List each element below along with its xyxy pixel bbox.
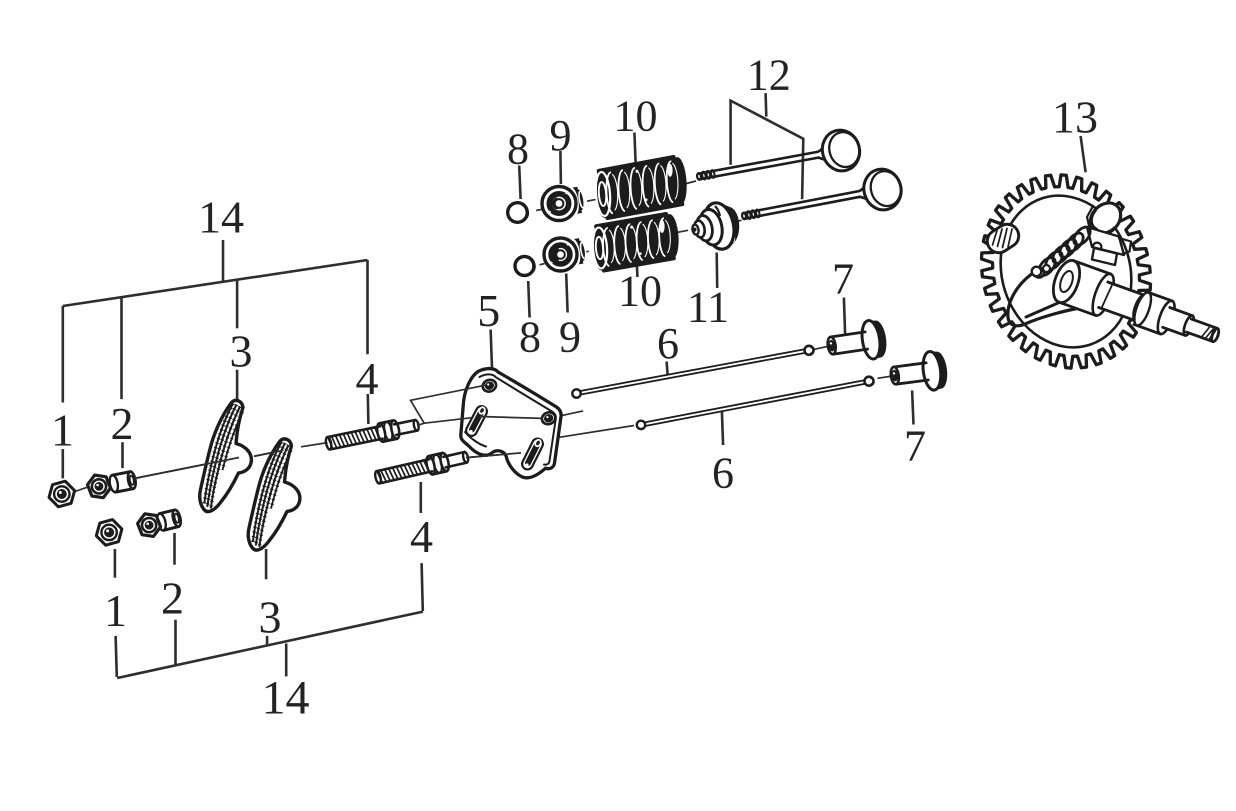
svg-text:8: 8: [507, 124, 529, 173]
svg-text:1: 1: [51, 405, 74, 456]
svg-text:2: 2: [161, 572, 184, 623]
svg-text:14: 14: [262, 672, 310, 725]
svg-text:2: 2: [111, 398, 134, 449]
svg-text:5: 5: [477, 285, 500, 336]
svg-text:9: 9: [550, 111, 572, 160]
svg-text:3: 3: [230, 325, 253, 376]
svg-text:9: 9: [559, 313, 581, 362]
svg-text:8: 8: [519, 313, 541, 362]
svg-text:10: 10: [614, 91, 658, 140]
svg-text:13: 13: [1052, 92, 1098, 143]
svg-text:4: 4: [356, 353, 379, 404]
svg-text:12: 12: [747, 51, 791, 100]
svg-text:6: 6: [657, 319, 679, 368]
svg-text:4: 4: [410, 511, 433, 562]
svg-text:14: 14: [198, 192, 244, 243]
svg-text:10: 10: [618, 266, 662, 315]
svg-text:7: 7: [904, 421, 926, 470]
svg-text:6: 6: [712, 448, 734, 497]
svg-text:7: 7: [832, 254, 854, 303]
svg-text:1: 1: [104, 585, 127, 636]
svg-text:11: 11: [687, 282, 729, 331]
svg-text:3: 3: [259, 592, 282, 643]
